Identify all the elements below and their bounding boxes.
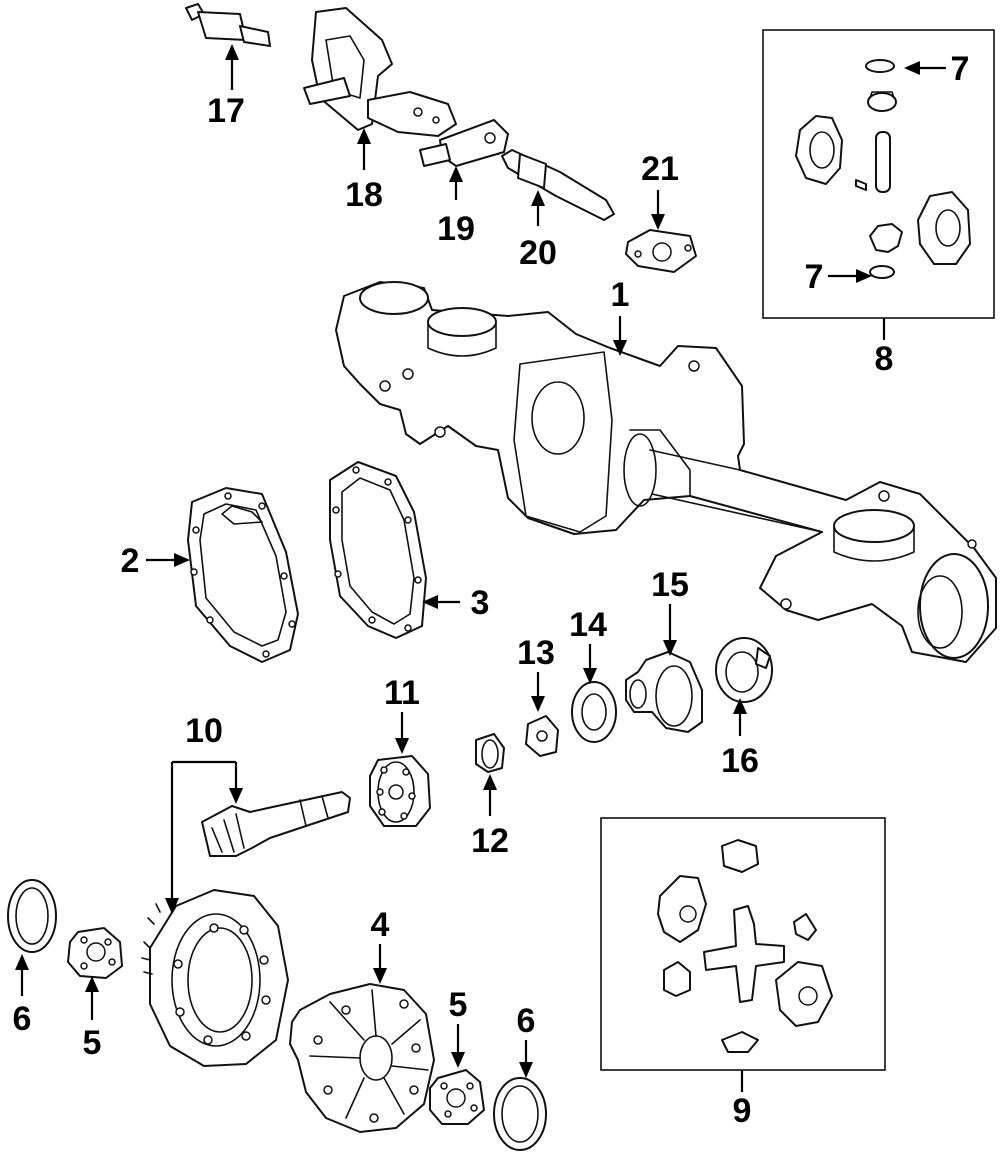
callout-3: 3 (471, 584, 490, 622)
callout-7-upper: 7 (951, 50, 970, 88)
callout-9: 9 (733, 1092, 752, 1130)
part-4-diff-case (289, 983, 435, 1133)
callout-21: 21 (641, 150, 679, 188)
part-6-shim-right (493, 1077, 547, 1151)
callout-5-left: 5 (83, 1024, 102, 1062)
part-15-yoke (625, 651, 703, 733)
part-21-gasket (625, 229, 697, 273)
part-10-ring-gear (141, 889, 289, 1067)
callout-13: 13 (517, 634, 555, 672)
callout-labels: 17 18 19 20 21 1 7 7 8 2 3 11 12 13 14 1… (13, 50, 970, 1130)
part-10-pinion (201, 791, 351, 857)
kit-box-8 (762, 29, 995, 319)
part-17-vent (185, 3, 271, 47)
part-5-bearing-left (67, 927, 123, 979)
callout-19: 19 (437, 210, 475, 248)
part-20-shaft (501, 149, 615, 221)
callout-2: 2 (121, 542, 140, 580)
part-5-bearing-right (429, 1069, 485, 1125)
callout-18: 18 (345, 176, 383, 214)
callout-6-right: 6 (517, 1002, 536, 1040)
callout-4: 4 (371, 906, 390, 944)
callout-11: 11 (384, 674, 420, 712)
part-13-bearing (525, 715, 559, 757)
callout-7-lower: 7 (805, 258, 824, 296)
kit-box-9 (600, 817, 886, 1071)
callout-15: 15 (651, 566, 689, 604)
callout-14: 14 (569, 606, 607, 644)
callout-6-left: 6 (13, 1000, 32, 1038)
callout-17: 17 (207, 92, 245, 130)
callout-10: 10 (185, 712, 223, 750)
part-16-seal (715, 637, 773, 703)
callout-8: 8 (875, 340, 894, 378)
part-12-spacer (475, 733, 505, 773)
part-18-bracket (303, 7, 457, 137)
part-3-cover (329, 461, 427, 639)
callout-1: 1 (611, 276, 630, 314)
callout-5-right: 5 (449, 986, 468, 1024)
part-1-axle-housing (335, 281, 997, 663)
part-11-bearing (369, 755, 431, 827)
part-14-seal (571, 681, 617, 743)
callout-12: 12 (471, 822, 509, 860)
callout-20: 20 (519, 234, 557, 272)
leader-lines (15, 44, 946, 1092)
part-6-shim-left (7, 879, 57, 953)
part-2-gasket (187, 487, 299, 663)
part-19-fork (419, 119, 509, 167)
callout-16: 16 (721, 742, 759, 780)
